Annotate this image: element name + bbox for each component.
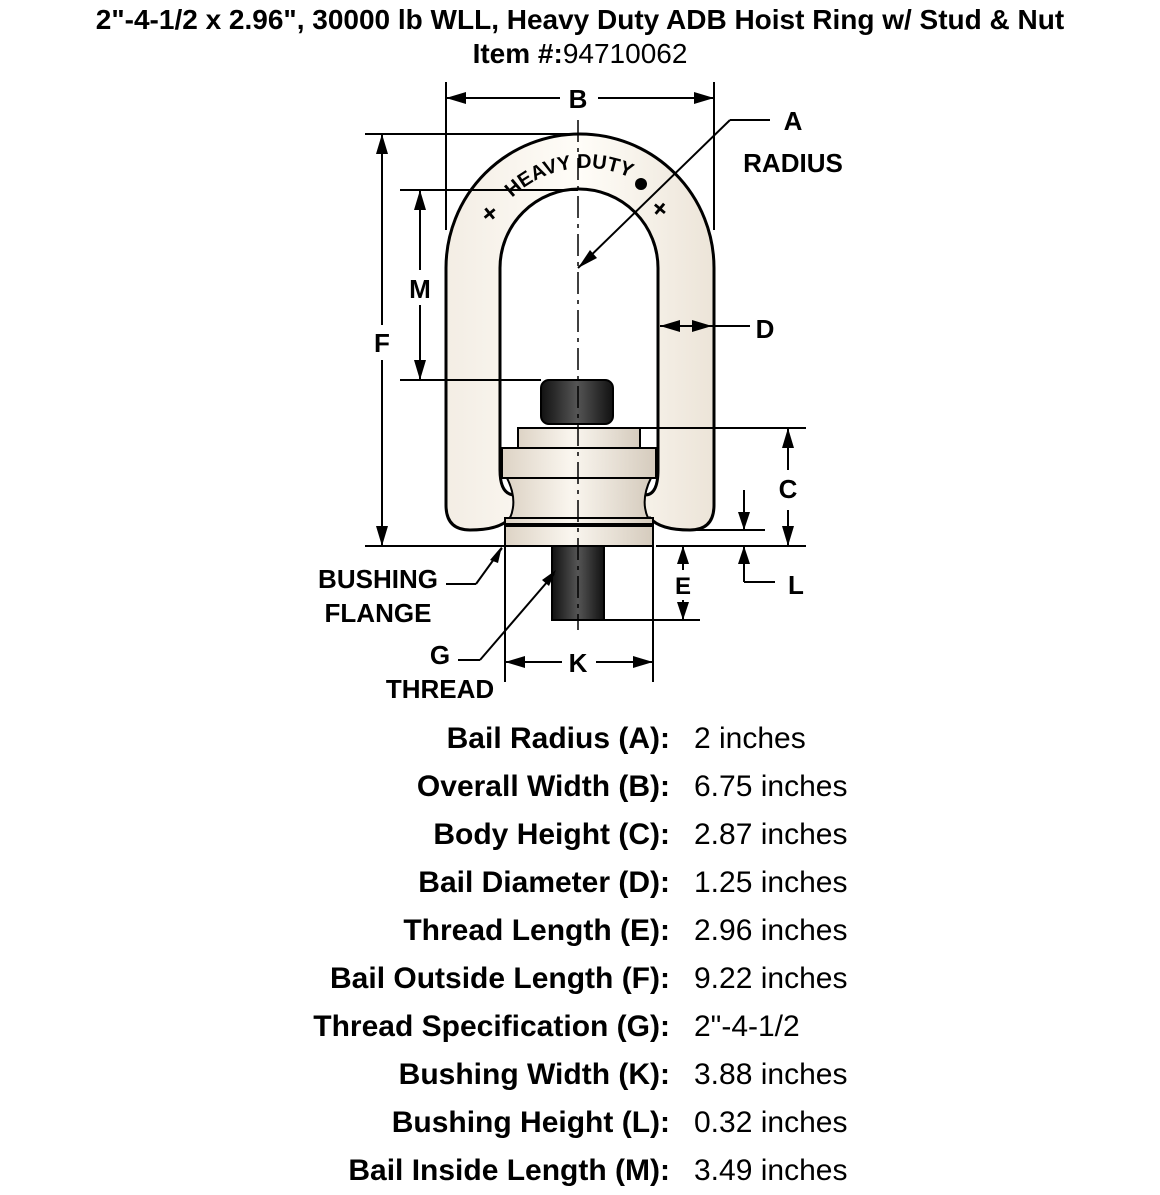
spec-value: 3.49 inches <box>694 1154 848 1187</box>
spec-value: 1.25 inches <box>694 866 848 899</box>
item-number: 94710062 <box>562 38 688 69</box>
label-c: C <box>779 474 798 504</box>
bushing-flange <box>504 517 654 547</box>
spec-label: Bushing Height (L): <box>391 1106 670 1139</box>
bushing-flange-leader <box>446 546 503 585</box>
label-f: F <box>374 328 390 358</box>
dimension-b <box>445 82 715 230</box>
thread-leader <box>458 570 556 661</box>
label-a: A <box>784 106 803 136</box>
spec-row: Body Height (C): 2.87 inches <box>0 811 1160 859</box>
spec-row: Bail Inside Length (M): 3.49 inches <box>0 1147 1160 1195</box>
dimension-a <box>577 119 770 269</box>
spec-row: Bail Outside Length (F): 9.22 inches <box>0 955 1160 1003</box>
spec-value: 2 inches <box>694 722 806 755</box>
spec-label: Thread Length (E): <box>403 914 670 947</box>
label-flange: FLANGE <box>325 598 432 628</box>
spec-value: 0.32 inches <box>694 1106 848 1139</box>
spec-value: 9.22 inches <box>694 962 848 995</box>
spec-row: Bushing Height (L): 0.32 inches <box>0 1099 1160 1147</box>
label-d: D <box>756 314 775 344</box>
dimension-f <box>365 133 578 547</box>
spec-value: 2.96 inches <box>694 914 848 947</box>
spec-label: Bushing Width (K): <box>398 1058 670 1091</box>
hoist-ring-diagram: HEAVY DUTY + + B A RADIUS F <box>318 82 843 704</box>
label-bushing: BUSHING <box>318 564 438 594</box>
label-k: K <box>569 648 588 678</box>
washer <box>517 427 641 449</box>
spec-row: Thread Specification (G): 2"-4-1/2 <box>0 1003 1160 1051</box>
item-number-line: Item #:94710062 <box>0 38 1160 70</box>
spec-value: 2.87 inches <box>694 818 848 851</box>
body-neck <box>505 477 653 519</box>
bail-dot <box>635 178 647 190</box>
label-l: L <box>788 570 804 600</box>
dimension-m <box>400 189 578 381</box>
dimension-c <box>620 427 806 547</box>
spec-row: Bail Diameter (D): 1.25 inches <box>0 859 1160 907</box>
spec-label: Thread Specification (G): <box>313 1010 670 1043</box>
spec-label: Bail Outside Length (F): <box>330 962 670 995</box>
label-g: G <box>430 640 450 670</box>
spec-row: Bushing Width (K): 3.88 inches <box>0 1051 1160 1099</box>
label-e: E <box>675 573 691 600</box>
spec-label: Overall Width (B): <box>416 770 670 803</box>
dimension-l <box>690 490 775 583</box>
dimension-k <box>504 546 654 682</box>
item-prefix: Item #: <box>472 38 563 69</box>
spec-value: 2"-4-1/2 <box>694 1010 800 1043</box>
dimension-d <box>660 320 750 332</box>
page-title: 2"-4-1/2 x 2.96", 30000 lb WLL, Heavy Du… <box>95 4 1065 35</box>
spec-value: 6.75 inches <box>694 770 848 803</box>
spec-row: Overall Width (B): 6.75 inches <box>0 763 1160 811</box>
spec-value: 3.88 inches <box>694 1058 848 1091</box>
nut <box>540 379 614 425</box>
body-upper <box>501 447 657 479</box>
spec-label: Body Height (C): <box>433 818 670 851</box>
label-thread: THREAD <box>386 674 494 704</box>
spec-label: Bail Inside Length (M): <box>348 1154 670 1187</box>
spec-label: Bail Radius (A): <box>446 722 670 755</box>
label-b: B <box>569 84 588 114</box>
spec-label: Bail Diameter (D): <box>418 866 670 899</box>
label-radius: RADIUS <box>743 148 843 178</box>
spec-row: Thread Length (E): 2.96 inches <box>0 907 1160 955</box>
label-m: M <box>409 274 431 304</box>
spec-row: Bail Radius (A): 2 inches <box>0 715 1160 763</box>
